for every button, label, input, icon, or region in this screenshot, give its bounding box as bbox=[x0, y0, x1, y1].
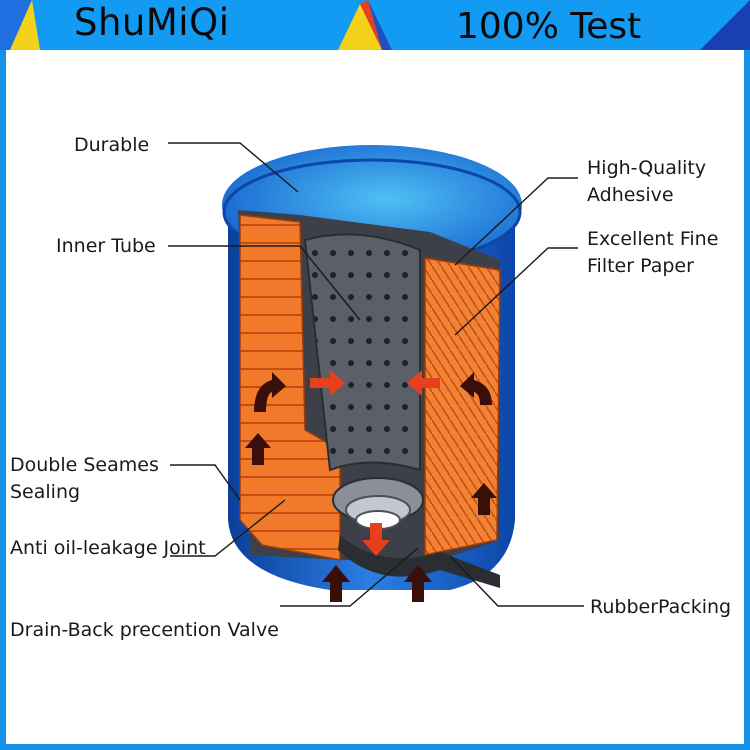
label-anti-leak: Anti oil-leakage Joint bbox=[10, 537, 206, 559]
label-durable: Durable bbox=[74, 134, 150, 156]
corner-triangle-right bbox=[700, 0, 750, 50]
label-adhesive-line2: Adhesive bbox=[587, 184, 674, 206]
flow-arrows-red bbox=[310, 370, 440, 556]
leader-adhesive bbox=[454, 177, 578, 266]
header-bar: ShuMiQi 100% Test bbox=[0, 0, 750, 50]
dark-arrow-up-4 bbox=[471, 483, 497, 515]
leader-anti-leak bbox=[170, 499, 286, 557]
inner-tube bbox=[303, 233, 421, 472]
dark-arrow-up-3 bbox=[245, 433, 271, 465]
leader-filter-paper bbox=[454, 247, 578, 336]
leader-rubber bbox=[449, 555, 584, 607]
header-decoration bbox=[0, 0, 750, 50]
corner-triangle-left bbox=[0, 0, 32, 50]
mid-triangle-blue bbox=[368, 0, 392, 50]
dark-arrow-up-1 bbox=[322, 565, 350, 602]
filter-paper-right bbox=[424, 257, 501, 556]
dark-arrow-curve-left bbox=[254, 372, 286, 412]
red-arrow-right bbox=[407, 370, 440, 396]
tagline: 100% Test bbox=[456, 6, 642, 47]
corner-triangle-yellow bbox=[10, 0, 40, 50]
label-seams-line2: Sealing bbox=[10, 481, 81, 503]
dark-arrow-curve-right bbox=[460, 372, 492, 405]
label-seams-line1: Double Seames bbox=[10, 454, 159, 476]
leader-lines bbox=[168, 142, 584, 607]
brand-name: ShuMiQi bbox=[74, 1, 230, 44]
red-arrow-down bbox=[362, 523, 390, 556]
mid-triangle-red bbox=[360, 0, 382, 50]
label-drain-valve: Drain-Back precention Valve bbox=[10, 619, 279, 641]
flow-arrows-dark bbox=[245, 372, 497, 602]
label-filter-line2: Filter Paper bbox=[587, 255, 694, 277]
red-arrow-left bbox=[310, 370, 345, 396]
leader-durable bbox=[168, 142, 299, 193]
label-filter-line1: Excellent Fine bbox=[587, 228, 719, 250]
leader-seams bbox=[170, 464, 241, 501]
label-inner-tube: Inner Tube bbox=[56, 235, 156, 257]
mid-triangle-yellow bbox=[338, 4, 382, 50]
leader-drain-valve bbox=[280, 547, 419, 607]
label-rubber: RubberPacking bbox=[590, 596, 732, 618]
rubber-gasket bbox=[338, 535, 500, 588]
leader-inner-tube bbox=[168, 245, 361, 321]
label-adhesive-line1: High-Quality bbox=[587, 157, 707, 179]
dark-arrow-up-2 bbox=[404, 565, 432, 602]
